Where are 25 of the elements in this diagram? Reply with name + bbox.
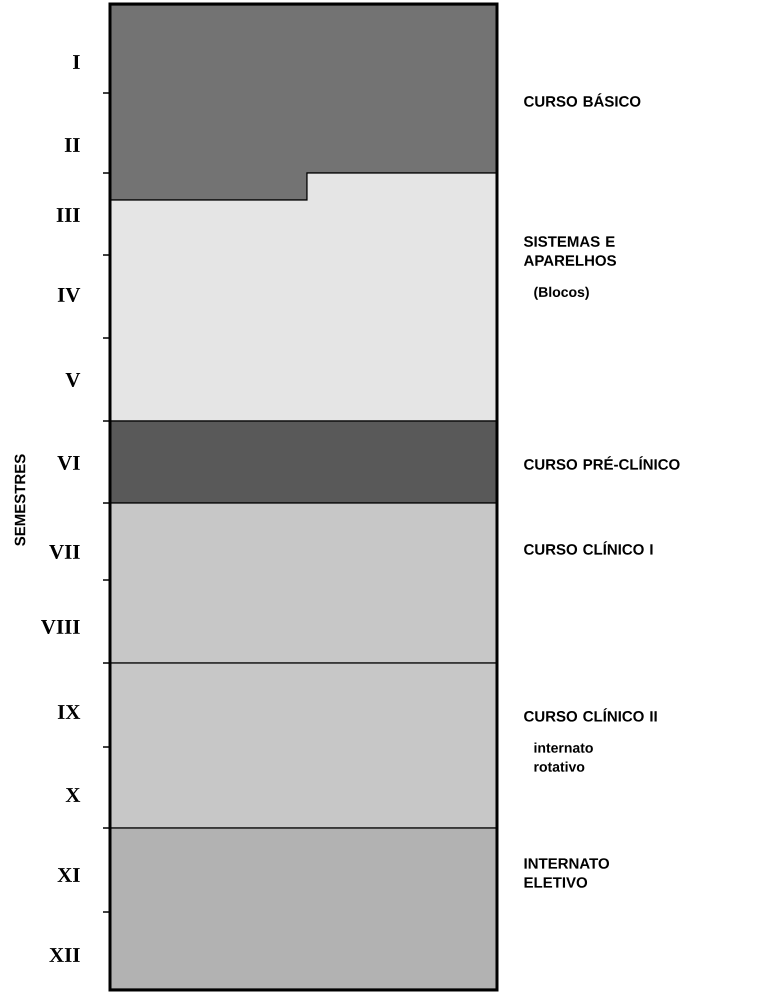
semester-numeral: VII [49,544,80,560]
semester-numeral: X [66,788,80,802]
node-label: CURSO BÁSICO [524,93,640,107]
course-band: CURSO PRÉ-CLÍNICO [109,420,680,504]
semester-numeral: I [73,55,80,69]
semester-numeral: XI [58,868,80,882]
semester-numeral: VIII [41,620,80,634]
node-label: CURSO PRÉ-CLÍNICO [524,456,680,470]
course-band: CURSO CLÍNICO I [109,502,653,664]
node-label: internato rotativo [534,742,593,772]
semester-numeral: VI [57,456,80,470]
semester-numeral: II [64,138,80,152]
node-label: INTERNATO ELETIVO [524,858,609,888]
semester-numeral: IV [58,288,80,302]
node-label: SISTEMAS E APARELHOS [524,236,616,266]
node-label: CURSO CLÍNICO II [524,708,657,722]
node-label: (Blocos) [534,286,589,300]
semester-numeral: IX [58,705,80,719]
axis-title: SEMESTRES [14,454,26,546]
semester-numeral: III [56,208,80,222]
semester-numeral: V [66,372,80,388]
course-band: INTERNATO ELETIVO [109,827,609,990]
semester-numeral: XII [49,948,80,962]
node-label: CURSO CLÍNICO I [524,541,653,555]
course-band: CURSO CLÍNICO II internato rotativo [109,662,657,829]
